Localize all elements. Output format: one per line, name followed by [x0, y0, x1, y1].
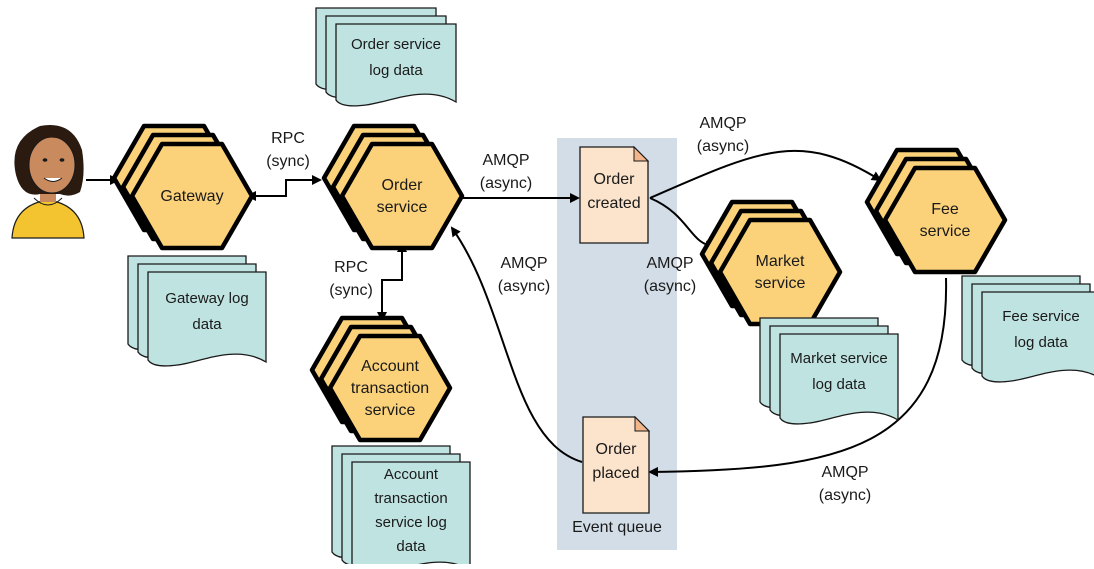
- created-event-fold: [633, 145, 650, 162]
- market-hex: [717, 217, 843, 327]
- label-amqp-created-fee: AMQP(async): [697, 115, 749, 155]
- connectors: [86, 149, 948, 477]
- label-rpc-order-account: RPC(sync): [329, 259, 373, 299]
- label-amqp-placed-order: AMQP(async): [498, 255, 550, 295]
- account-hex: [327, 333, 453, 443]
- label-amqp-order-created: AMQP(async): [480, 152, 532, 192]
- gateway-log-page: [147, 271, 267, 367]
- fee-log-page: [981, 291, 1094, 383]
- placed-event-page: [582, 416, 650, 514]
- arrow-rpc-gateway-order: [246, 175, 322, 201]
- market-log-page: [779, 333, 899, 425]
- label-amqp-created-market: AMQP(async): [644, 255, 696, 295]
- label-rpc-gateway-order: RPC(sync): [266, 130, 310, 170]
- created-event-page: [579, 146, 649, 244]
- event-queue-label: Event queue: [572, 519, 662, 536]
- arrow-rpc-order-account: [377, 242, 407, 322]
- gateway-hex: [129, 141, 255, 251]
- arrow-amqp-placed-to-order: [450, 226, 583, 463]
- user-avatar-icon: [11, 125, 85, 239]
- arrow-amqp-fee-to-placed: [648, 277, 948, 477]
- fee-hex: [882, 165, 1008, 275]
- gateway-service-label: Gateway: [160, 188, 223, 205]
- placed-event-fold: [634, 415, 651, 432]
- label-amqp-fee-placed: AMQP(async): [819, 464, 871, 504]
- gateway-service: Gateway: [111, 123, 255, 251]
- order-log-page: [335, 23, 457, 107]
- order-hex: [339, 141, 465, 251]
- arrow-amqp-created-to-fee: [649, 149, 882, 199]
- edge-labels: RPC(sync) AMQP(async) RPC(sync) AMQP(asy…: [266, 115, 871, 504]
